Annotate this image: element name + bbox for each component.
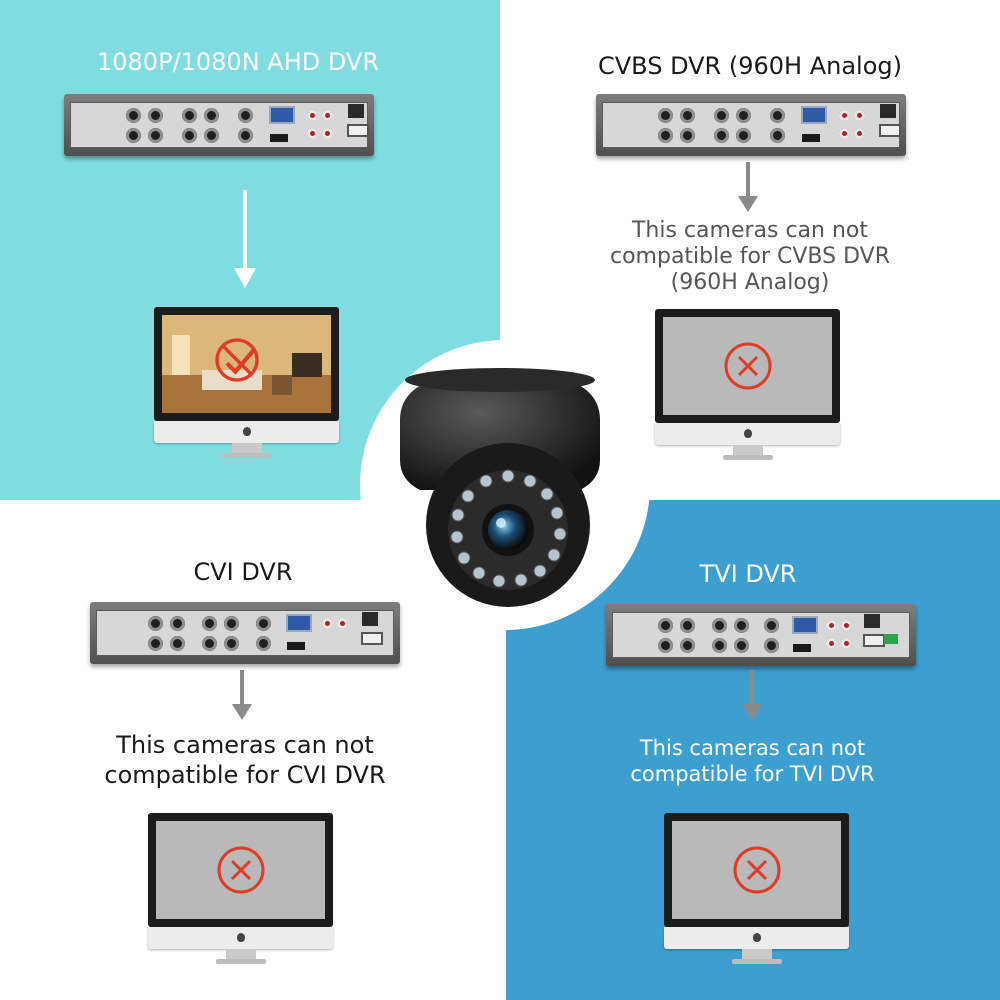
- tvi-down-arrow-icon: [742, 670, 762, 720]
- ahd-title: 1080P/1080N AHD DVR: [96, 48, 380, 76]
- cvi-note-line2: compatible for CVI DVR: [104, 761, 386, 789]
- cvi-note: This cameras can not compatible for CVI …: [40, 730, 450, 790]
- cvbs-note-line3: (960H Analog): [670, 270, 830, 295]
- room-photo: [162, 315, 331, 413]
- cvbs-monitor: [655, 309, 840, 461]
- ahd-dvr: [64, 94, 374, 156]
- check-icon: [215, 338, 259, 382]
- cvi-down-arrow-icon: [232, 670, 252, 720]
- tvi-note: This cameras can not compatible for TVI …: [540, 735, 965, 787]
- cvi-title: CVI DVR: [193, 558, 293, 586]
- dome-camera-icon: [400, 368, 600, 607]
- apple-logo-icon: [744, 429, 752, 438]
- cvi-note-line1: This cameras can not: [116, 731, 374, 759]
- x-circle-icon: [733, 846, 781, 894]
- ahd-monitor: [154, 307, 339, 459]
- cvbs-title: CVBS DVR (960H Analog): [598, 52, 902, 80]
- cvbs-down-arrow-icon: [738, 162, 758, 212]
- cvbs-note-line2: compatible for CVBS DVR: [610, 244, 890, 269]
- apple-logo-icon: [243, 427, 251, 436]
- x-circle-icon: [724, 342, 772, 390]
- ahd-down-arrow-icon: [234, 190, 256, 288]
- cvbs-note: This cameras can not compatible for CVBS…: [560, 218, 940, 296]
- cvi-monitor: [148, 813, 333, 965]
- tvi-note-line1: This cameras can not: [639, 736, 866, 760]
- tvi-title: TVI DVR: [699, 560, 797, 588]
- cvbs-note-line1: This cameras can not: [631, 218, 869, 243]
- tvi-note-line2: compatible for TVI DVR: [630, 762, 875, 786]
- cvi-dvr: [90, 602, 400, 664]
- cvbs-dvr: [596, 94, 906, 156]
- apple-logo-icon: [237, 933, 245, 942]
- x-circle-icon: [217, 846, 265, 894]
- tvi-dvr: [606, 604, 916, 666]
- tvi-monitor: [664, 813, 849, 965]
- apple-logo-icon: [753, 933, 761, 942]
